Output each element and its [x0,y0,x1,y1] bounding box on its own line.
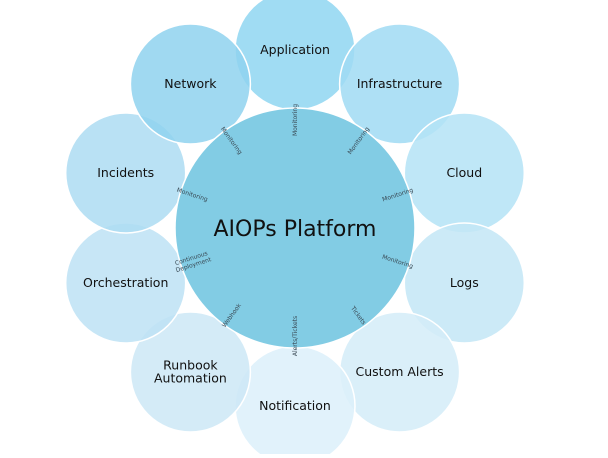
satellite-label-custom-alerts: Custom Alerts [356,364,444,379]
satellite-network [129,23,252,145]
satellite-runbook-automation [129,311,252,433]
satellite-label-application: Application [260,42,330,57]
satellite-labels: ApplicationInfrastructureCloudLogsCustom… [83,42,482,413]
satellite-infrastructure [338,23,461,145]
satellite-label-network: Network [164,76,217,91]
satellite-logs [403,222,526,344]
satellite-label-incidents: Incidents [97,165,154,180]
connector-label-application: Monitoring [292,104,299,136]
satellite-incidents [64,112,187,234]
satellite-label-orchestration: Orchestration [83,275,168,290]
hub-group: AIOPs Platform [174,107,416,349]
satellite-label-cloud: Cloud [446,165,482,180]
hub-label: AIOPs Platform [214,217,377,242]
connector-label-notification: Alerts/Tickets [292,316,299,356]
satellite-label-infrastructure: Infrastructure [357,76,443,91]
satellite-circles [64,0,526,458]
satellite-label-logs: Logs [450,275,479,290]
satellite-label-notification: Notification [259,398,331,413]
hub-circle [174,107,416,349]
